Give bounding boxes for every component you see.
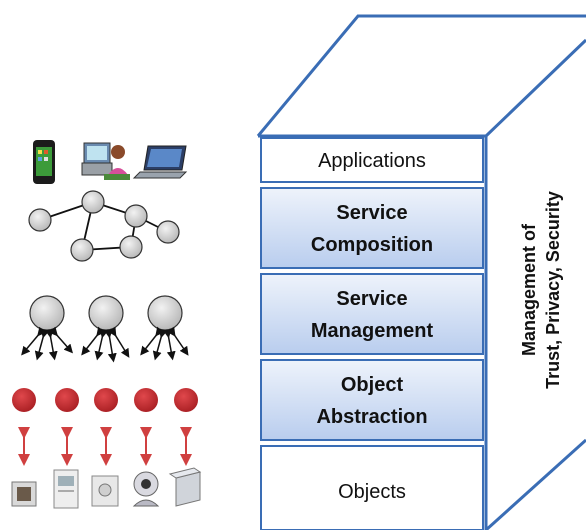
- frame-top-edge: [256, 14, 586, 137]
- layer-service-management-label-1: Service: [336, 288, 407, 310]
- network-graph: [28, 190, 180, 262]
- thermostat-icon: [53, 469, 79, 509]
- sensor-icon: [11, 481, 37, 507]
- layer-service-composition-label-1: Service: [336, 202, 407, 224]
- layer-service-management-box: [260, 273, 484, 355]
- frame-bottom-right-edge: [484, 438, 586, 530]
- storage-device-icon: [168, 467, 202, 507]
- layer-service-management: Service Management: [260, 273, 484, 355]
- abstraction-nodes: [21, 295, 189, 363]
- side-panel-label-1: Management of: [519, 223, 539, 356]
- object-link-arrows: [18, 427, 192, 466]
- layer-object-abstraction-box: [260, 359, 484, 441]
- layer-stack: Applications Service Composition Service…: [256, 14, 586, 530]
- motion-detector-icon: [91, 475, 119, 507]
- layer-objects-label: Objects: [338, 481, 406, 503]
- object-nodes: [12, 388, 198, 412]
- layer-applications-label: Applications: [318, 150, 426, 172]
- side-panel-label-2: Trust, Privacy, Security: [543, 191, 563, 389]
- layer-objects: Objects: [260, 445, 484, 530]
- laptop-icon: [132, 145, 188, 179]
- layer-object-abstraction: Object Abstraction: [260, 359, 484, 441]
- layer-object-abstraction-label-1: Object: [341, 374, 404, 396]
- layer-objects-box: [260, 445, 484, 530]
- iot-illustration: [11, 140, 202, 509]
- frame-right-top-edge: [484, 38, 586, 138]
- layer-object-abstraction-label-2: Abstraction: [316, 406, 427, 428]
- layer-applications-box: [260, 137, 484, 183]
- smartphone-icon: [33, 140, 55, 184]
- side-panel: Management of Trust, Privacy, Security: [519, 191, 563, 389]
- webcam-icon: [132, 471, 160, 507]
- layer-applications: Applications: [260, 137, 484, 183]
- layer-service-composition-label-2: Composition: [311, 234, 433, 256]
- layer-service-management-label-2: Management: [311, 320, 434, 342]
- layer-service-composition: Service Composition: [260, 187, 484, 269]
- desktop-user-icon: [81, 142, 130, 180]
- layer-service-composition-box: [260, 187, 484, 269]
- stack-frame: [256, 14, 586, 530]
